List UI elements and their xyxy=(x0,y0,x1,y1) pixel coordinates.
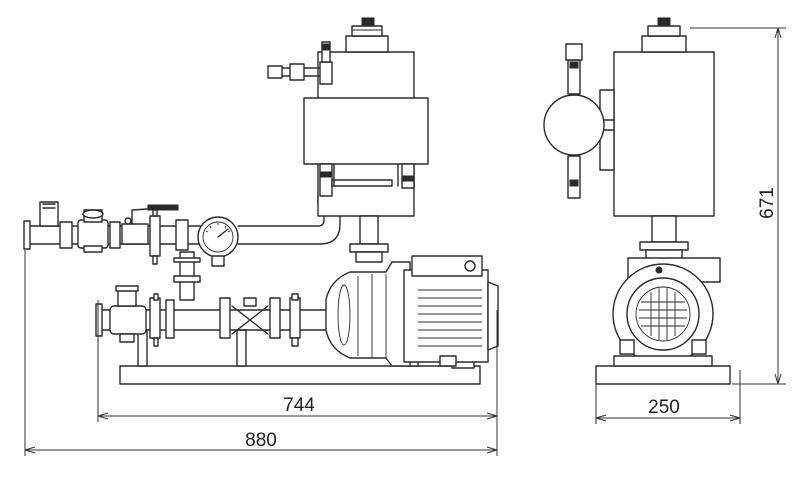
dimension-250: 250 xyxy=(648,397,680,418)
tank-assembly xyxy=(267,17,429,217)
strainer-valve xyxy=(77,209,109,253)
motor xyxy=(403,255,499,367)
dimension-labels: 744 880 250 671 xyxy=(245,187,778,451)
side-gauge xyxy=(543,43,615,199)
pressure-gauge xyxy=(197,216,239,267)
upper-pipe-line xyxy=(23,201,211,265)
base-frame xyxy=(119,329,481,385)
side-view xyxy=(543,17,731,385)
side-motor xyxy=(612,257,721,365)
pump-body xyxy=(325,261,411,367)
dimension-880: 880 xyxy=(245,430,277,451)
front-view xyxy=(23,17,499,385)
dimension-lines xyxy=(24,27,786,456)
dimension-744: 744 xyxy=(283,395,315,416)
pump-column xyxy=(349,215,389,263)
dimension-671: 671 xyxy=(757,187,778,219)
lower-pipe-line xyxy=(95,251,331,347)
ball-valve xyxy=(121,204,179,245)
flow-valve xyxy=(219,297,281,339)
check-valve xyxy=(109,285,147,343)
side-tank xyxy=(599,17,715,261)
side-base xyxy=(595,355,731,385)
